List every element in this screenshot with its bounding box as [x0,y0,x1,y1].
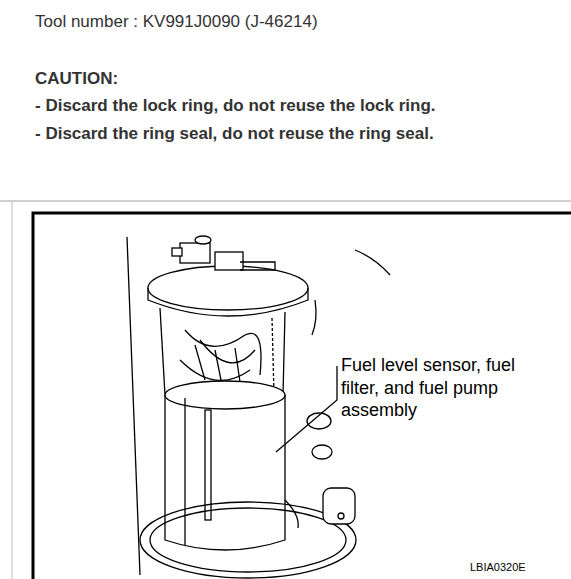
caution-note: - Discard the lock ring, do not reuse th… [35,96,436,116]
figure-code: LBIA0320E [470,561,526,574]
part-label: Fuel level sensor, fuel filter, and fuel… [341,354,533,422]
caution-heading: CAUTION: [35,69,118,89]
frame-line [11,201,13,579]
tool-number: Tool number : KV991J0090 (J-46214) [35,12,318,32]
figure-border [33,213,571,579]
caution-note: - Discard the ring seal, do not reuse th… [35,124,434,144]
frame-line [0,200,571,202]
